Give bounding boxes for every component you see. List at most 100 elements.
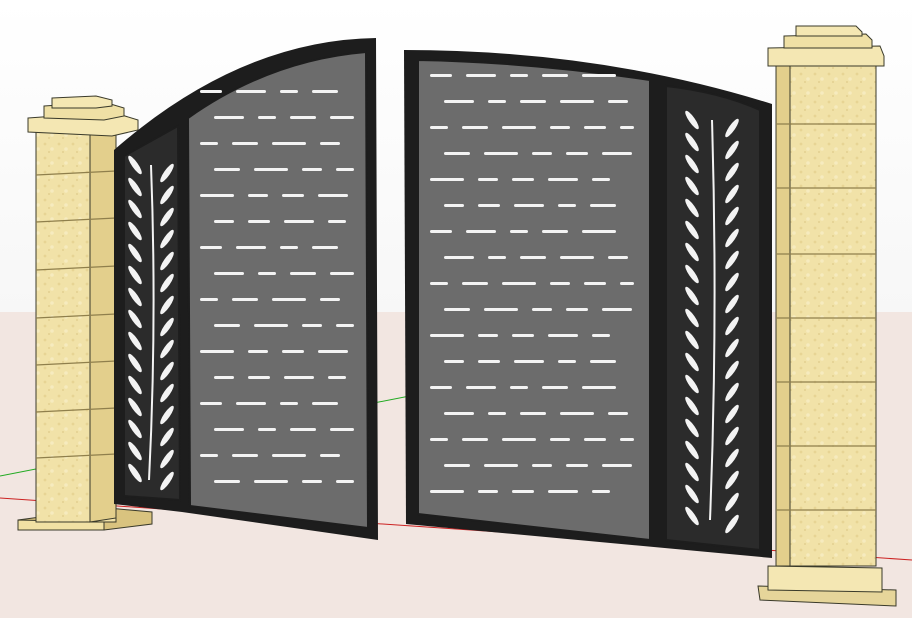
slot-right xyxy=(512,334,534,337)
leaf-left xyxy=(128,155,142,175)
slot-left xyxy=(302,324,322,327)
slot-right xyxy=(584,126,606,129)
slot-right xyxy=(550,438,570,441)
slot-left xyxy=(290,116,316,119)
slot-right xyxy=(430,386,452,389)
slot-left xyxy=(282,350,304,353)
slot-left xyxy=(272,142,306,145)
slot-left xyxy=(280,90,298,93)
slot-right xyxy=(444,100,474,103)
leaf-right xyxy=(725,228,739,248)
slot-left xyxy=(258,428,276,431)
slot-right xyxy=(592,334,610,337)
slot-left xyxy=(248,350,268,353)
leaf-right xyxy=(725,162,739,182)
slot-right xyxy=(430,438,448,441)
slot-left xyxy=(282,194,304,197)
slot-right xyxy=(430,490,464,493)
leaf-right xyxy=(725,492,739,512)
leaf-left xyxy=(160,251,174,271)
slot-right xyxy=(488,256,506,259)
slot-right xyxy=(430,126,448,129)
leaf-left xyxy=(128,243,142,263)
slot-right xyxy=(484,464,518,467)
slot-right xyxy=(514,360,544,363)
slot-left xyxy=(320,454,340,457)
slot-right xyxy=(592,490,610,493)
leaf-left xyxy=(128,221,142,241)
slot-right xyxy=(582,74,616,77)
slot-right xyxy=(444,204,464,207)
leaf-left xyxy=(128,463,142,483)
slot-right xyxy=(512,490,534,493)
leaf-left xyxy=(160,427,174,447)
slot-left xyxy=(200,454,218,457)
slot-left xyxy=(318,350,348,353)
slot-left xyxy=(200,350,234,353)
slot-right xyxy=(478,178,498,181)
slot-right xyxy=(502,438,536,441)
slot-right xyxy=(520,256,546,259)
gate-leaf-left[interactable] xyxy=(114,38,378,540)
leaf-right xyxy=(685,264,699,284)
slot-left xyxy=(284,220,314,223)
slot-left xyxy=(330,116,354,119)
slot-right xyxy=(488,100,506,103)
slot-right xyxy=(548,178,578,181)
slot-right xyxy=(520,100,546,103)
slot-right xyxy=(608,256,628,259)
slot-right xyxy=(532,464,552,467)
slot-left xyxy=(302,168,322,171)
leaf-left xyxy=(128,309,142,329)
slot-left xyxy=(214,428,244,431)
slot-left xyxy=(248,376,270,379)
leaf-right-stem xyxy=(709,119,716,521)
leaf-left xyxy=(128,441,142,461)
leaf-left xyxy=(160,317,174,337)
slot-left xyxy=(214,116,244,119)
slot-right xyxy=(560,100,594,103)
leaf-left xyxy=(160,163,174,183)
slot-left xyxy=(214,168,240,171)
stone-pillar-left[interactable] xyxy=(17,95,153,531)
slot-left xyxy=(200,298,218,301)
slot-left xyxy=(330,428,354,431)
stone-pillar-right[interactable] xyxy=(757,25,897,607)
leaf-right xyxy=(725,140,739,160)
slot-right xyxy=(620,438,634,441)
slot-left xyxy=(200,246,222,249)
slot-left xyxy=(232,298,258,301)
leaf-left xyxy=(160,229,174,249)
leaf-left xyxy=(128,177,142,197)
leaf-left xyxy=(128,287,142,307)
leaf-right xyxy=(685,242,699,262)
slot-right xyxy=(558,360,576,363)
slot-right xyxy=(466,74,496,77)
leaf-right xyxy=(685,198,699,218)
slot-left xyxy=(280,402,298,405)
slot-left xyxy=(236,402,266,405)
slot-left xyxy=(214,324,240,327)
slot-left xyxy=(200,90,222,93)
leaf-right xyxy=(685,286,699,306)
slot-right xyxy=(484,152,518,155)
slot-left xyxy=(280,246,298,249)
leaf-right xyxy=(725,382,739,402)
leaf-right xyxy=(685,308,699,328)
slot-right xyxy=(430,334,464,337)
leaf-right xyxy=(725,272,739,292)
leaf-right xyxy=(725,360,739,380)
slot-right xyxy=(430,178,464,181)
slot-right xyxy=(466,230,496,233)
gate-leaf-right[interactable] xyxy=(404,50,772,558)
leaf-right xyxy=(725,250,739,270)
leaf-right xyxy=(725,184,739,204)
leaf-left xyxy=(128,375,142,395)
slot-left xyxy=(318,194,348,197)
slot-left xyxy=(312,90,338,93)
leaf-left xyxy=(128,199,142,219)
slot-right xyxy=(510,230,528,233)
slot-left xyxy=(232,454,258,457)
slot-right xyxy=(560,256,594,259)
